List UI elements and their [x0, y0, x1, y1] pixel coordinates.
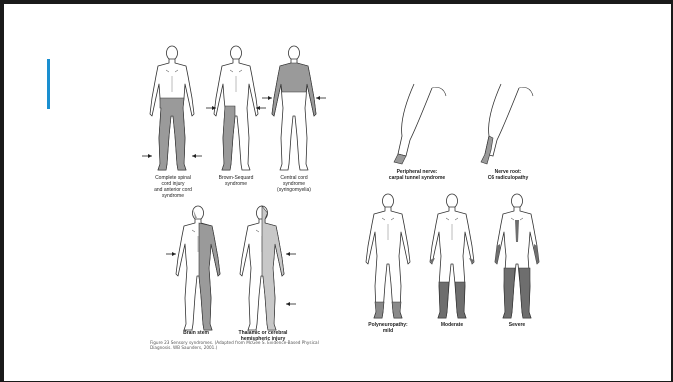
figure-polyneuropathy-moderate: [430, 194, 474, 318]
figure-complete-cord: [142, 46, 202, 170]
figure-brain-stem: [166, 206, 220, 330]
figure-caption: Figure 23 Sensory syndromes. (Adapted fr…: [150, 340, 330, 350]
figure-central-cord: [262, 46, 326, 170]
figure-brown-sequard: [206, 46, 266, 170]
sensory-syndromes-figure: [4, 4, 671, 381]
slide: Complete spinal cord injury and anterior…: [4, 4, 671, 381]
label-polyneuropathy-mild: Polyneuropathy: mild: [360, 322, 416, 334]
figure-polyneuropathy-severe: [495, 194, 539, 318]
label-central-cord: Central cord syndrome (syringomyelia): [266, 175, 322, 193]
label-moderate: Moderate: [428, 322, 476, 328]
label-complete-cord: Complete spinal cord injury and anterior…: [137, 175, 209, 199]
label-brain-stem: Brain stem injury: [168, 330, 224, 336]
label-brown-sequard: Brown-Sequard syndrome: [206, 175, 266, 187]
figure-polyneuropathy-mild: [366, 194, 410, 318]
label-c6-radiculopathy: Nerve root: C6 radiculopathy: [478, 169, 538, 181]
label-severe: Severe: [493, 322, 541, 328]
figure-carpal-tunnel: [394, 84, 446, 164]
figure-c6-radiculopathy: [481, 84, 533, 164]
label-carpal-tunnel: Peripheral nerve: carpal tunnel syndrome: [384, 169, 450, 181]
figure-thalamic: [240, 206, 296, 330]
